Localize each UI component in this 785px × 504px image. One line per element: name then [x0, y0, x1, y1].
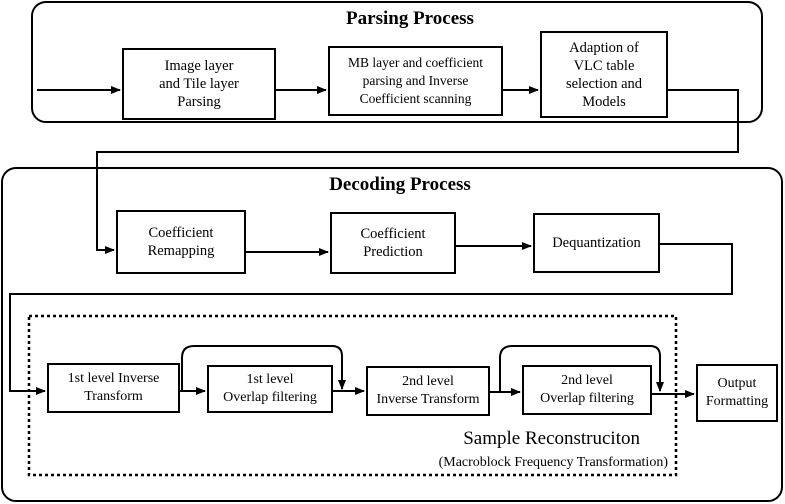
first-level-inverse-transform-box: 1st level Inverse Transform [47, 363, 180, 413]
bypass-arrow-1 [181, 345, 346, 391]
second-level-inverse-transform-box: 2nd level Inverse Transform [366, 366, 490, 416]
output-formatting-box: Output Formatting [696, 364, 778, 422]
bypass-arrow-2 [499, 345, 664, 392]
arrow-parse-to-decode [96, 89, 739, 254]
sample-reconstruction-subtitle: (Macroblock Frequency Transformation) [438, 455, 668, 470]
first-level-overlap-filtering-box: 1st level Overlap filtering [207, 365, 333, 413]
sample-reconstruction-title: Sample Reconstruciton [463, 428, 640, 449]
dequantization-box: Dequantization [533, 213, 660, 273]
decoding-process-group [1, 167, 783, 502]
image-tile-layer-parsing-box: Image layer and Tile layer Parsing [122, 48, 276, 120]
second-level-overlap-filtering-box: 2nd level Overlap filtering [522, 365, 652, 415]
vlc-adaption-box: Adaption of VLC table selection and Mode… [540, 31, 668, 118]
parsing-process-title: Parsing Process [346, 8, 474, 29]
mb-layer-coefficient-parsing-box: MB layer and coefficient parsing and Inv… [328, 46, 503, 116]
coefficient-prediction-box: Coefficient Prediction [330, 212, 456, 274]
arrow-decode-to-reconstruction [9, 243, 733, 395]
sample-reconstruction-group [27, 314, 678, 477]
decoding-process-title: Decoding Process [329, 174, 471, 195]
parsing-process-group [31, 1, 763, 123]
coefficient-remapping-box: Coefficient Remapping [116, 210, 246, 274]
